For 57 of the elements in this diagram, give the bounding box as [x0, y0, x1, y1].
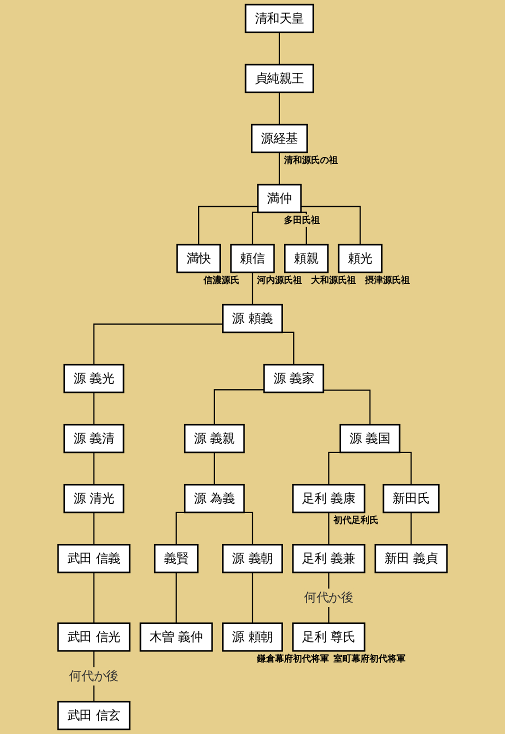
- node-box: 木曽 義仲: [140, 622, 213, 652]
- node-box: 武田 信義: [57, 544, 130, 574]
- annotation-text: 初代足利氏: [333, 515, 378, 526]
- node-box: 源 義朝: [222, 544, 283, 574]
- connector: [93, 572, 94, 624]
- node-box: 源 頼朝: [222, 622, 283, 652]
- connector: [214, 452, 215, 485]
- node-box: 源 為義: [184, 484, 245, 514]
- node-box: 源 義家: [263, 364, 324, 394]
- connector: [176, 572, 177, 624]
- connector: [93, 512, 94, 545]
- connector: [323, 390, 371, 425]
- annotation-text: 大和源氏祖: [310, 275, 356, 286]
- annotation-text: 河内源氏祖: [257, 275, 302, 286]
- node-box: 清和天皇: [244, 4, 314, 34]
- node-box: 足利 尊氏: [292, 622, 366, 652]
- connector: [252, 272, 254, 305]
- node-box: 頼光: [338, 244, 383, 274]
- connector: [198, 206, 258, 245]
- node-box: 源 清光: [63, 484, 124, 514]
- node-box: 新田氏: [382, 484, 440, 514]
- connector: [278, 32, 280, 65]
- edge-label: 何代か後: [304, 590, 354, 605]
- node-box: 武田 信光: [57, 622, 130, 652]
- connector: [93, 324, 223, 365]
- annotation-text: 摂津源氏祖: [364, 275, 410, 286]
- node-box: 源 義清: [63, 424, 124, 454]
- node-box: 貞純親王: [244, 64, 314, 94]
- connector: [278, 92, 280, 125]
- annotation-text: 室町幕府初代将軍: [333, 654, 406, 665]
- node-box: 満快: [176, 244, 221, 274]
- annotation-text: 鎌倉幕府初代将軍: [257, 654, 330, 665]
- annotation-text: 信濃源氏: [203, 275, 240, 286]
- node-box: 武田 信玄: [57, 700, 130, 730]
- node-box: 満仲: [257, 184, 302, 214]
- node-box: 頼信: [230, 244, 275, 274]
- annotation-text: 清和源氏の祖: [284, 155, 338, 166]
- connector: [300, 206, 361, 245]
- connector: [328, 512, 330, 545]
- node-box: 源経基: [250, 124, 308, 154]
- node-box: 源 義国: [340, 424, 400, 454]
- node-box: 新田 義貞: [374, 544, 448, 574]
- connector: [278, 152, 280, 185]
- connector: [93, 452, 94, 485]
- connector: [410, 512, 412, 545]
- connector: [252, 572, 254, 624]
- node-box: 義賢: [154, 544, 199, 574]
- connector: [214, 389, 264, 425]
- annotation-text: 多田氏祖: [284, 215, 320, 226]
- node-box: 源 義光: [63, 364, 124, 394]
- node-box: 頼親: [284, 244, 329, 274]
- node-box: 足利 義康: [292, 484, 366, 514]
- node-box: 足利 義兼: [292, 544, 366, 574]
- node-box: 源 頼義: [222, 304, 283, 334]
- node-box: 源 義親: [184, 424, 245, 454]
- connector: [93, 392, 94, 425]
- edge-label: 何代か後: [69, 668, 118, 684]
